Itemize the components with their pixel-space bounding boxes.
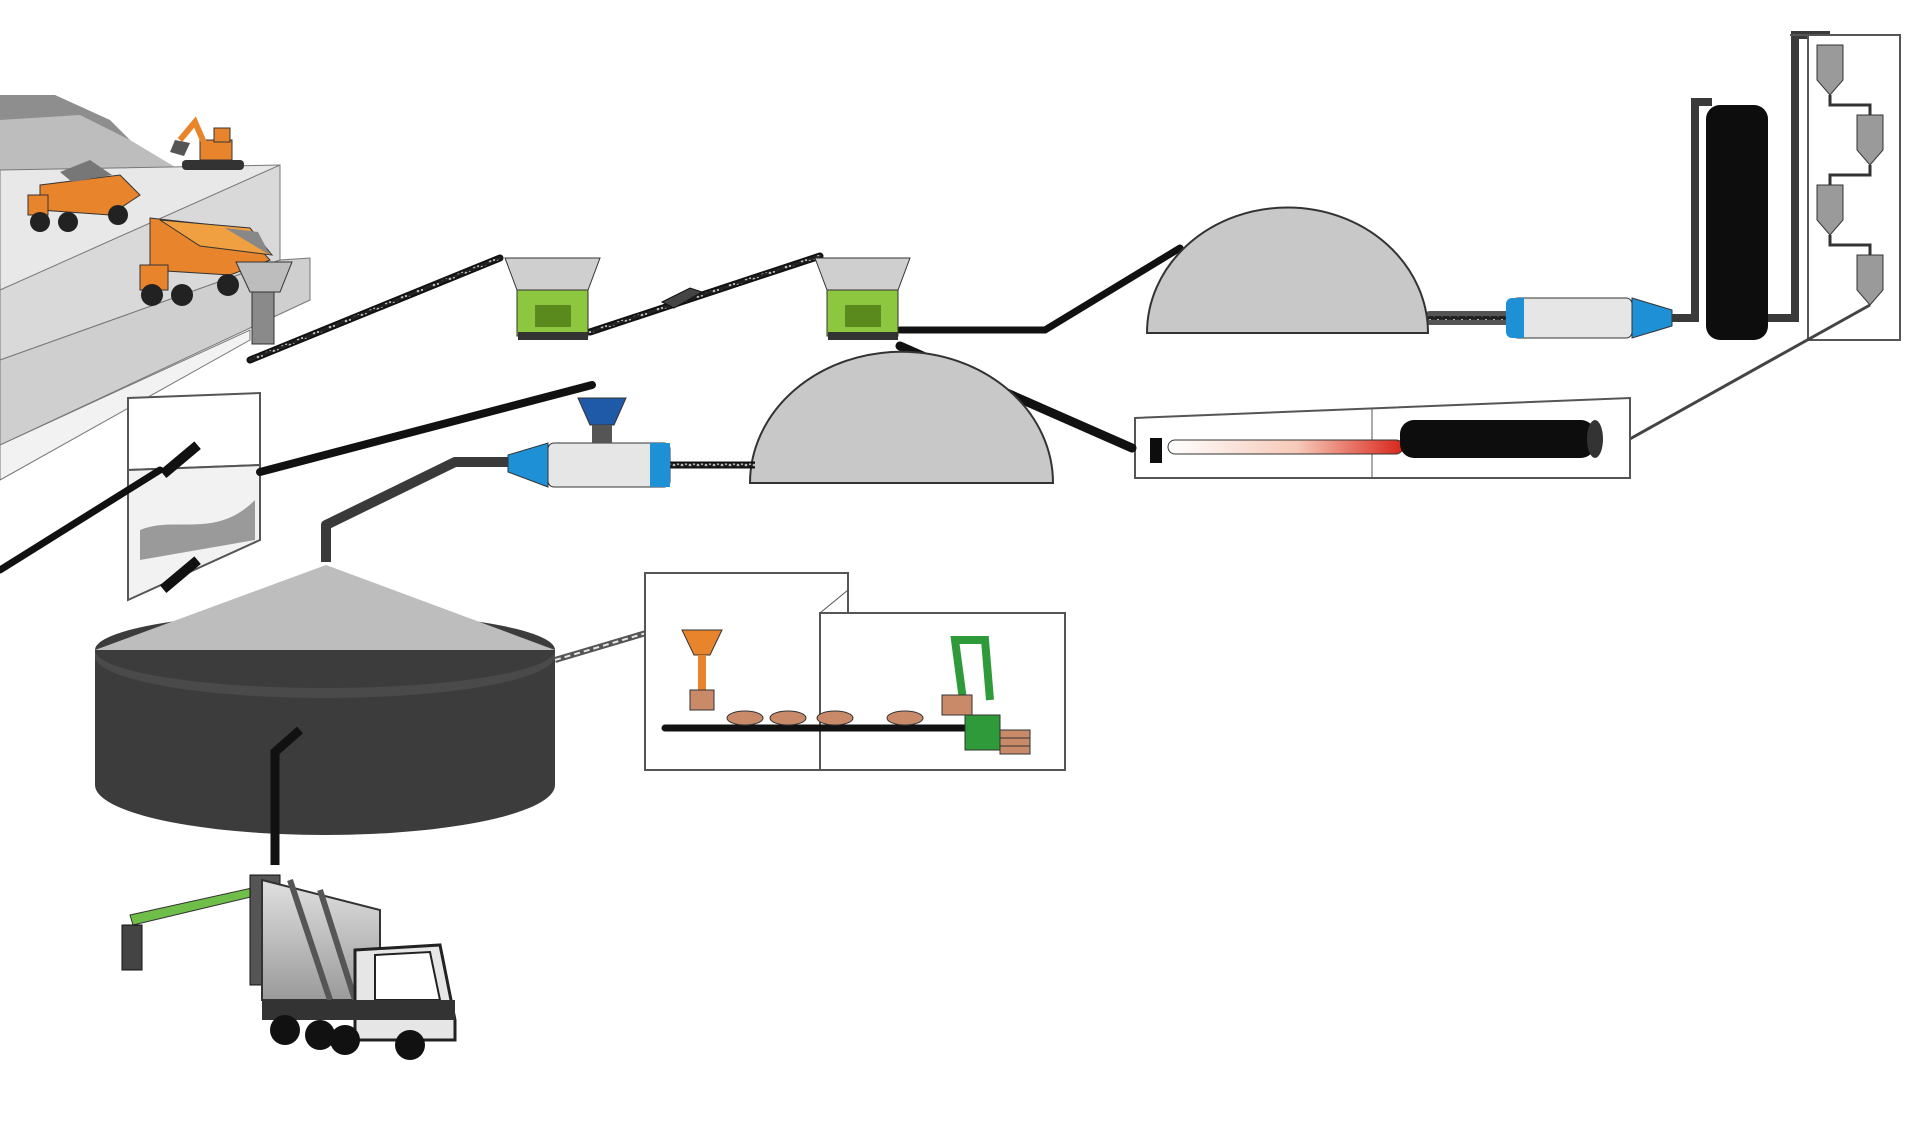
concrete-mixer-truck-icon [121,874,457,1060]
dump-truck-icon [139,217,274,306]
rotary-kiln-icon [1134,396,1631,479]
transfer-chute [660,287,704,309]
ball-mill-icon [507,397,755,488]
crusher-icon [504,257,601,340]
building-icon [0,381,596,602]
storage-dome-icon [1145,206,1430,334]
bagging-icon [644,572,1066,771]
chimney-icon [1672,31,1830,340]
storage-dome-icon [748,350,1055,484]
pneumatic-pipe [321,457,508,562]
dump-truck-icon [27,160,141,232]
silo-icon [95,565,691,865]
excavator-icon [170,116,244,170]
hopper-icon [235,261,293,345]
conveyor-belts [246,244,1527,364]
ball-mill-icon [1506,297,1673,339]
crusher-icon [814,257,911,340]
cyclone-tower-icon [1627,34,1901,442]
